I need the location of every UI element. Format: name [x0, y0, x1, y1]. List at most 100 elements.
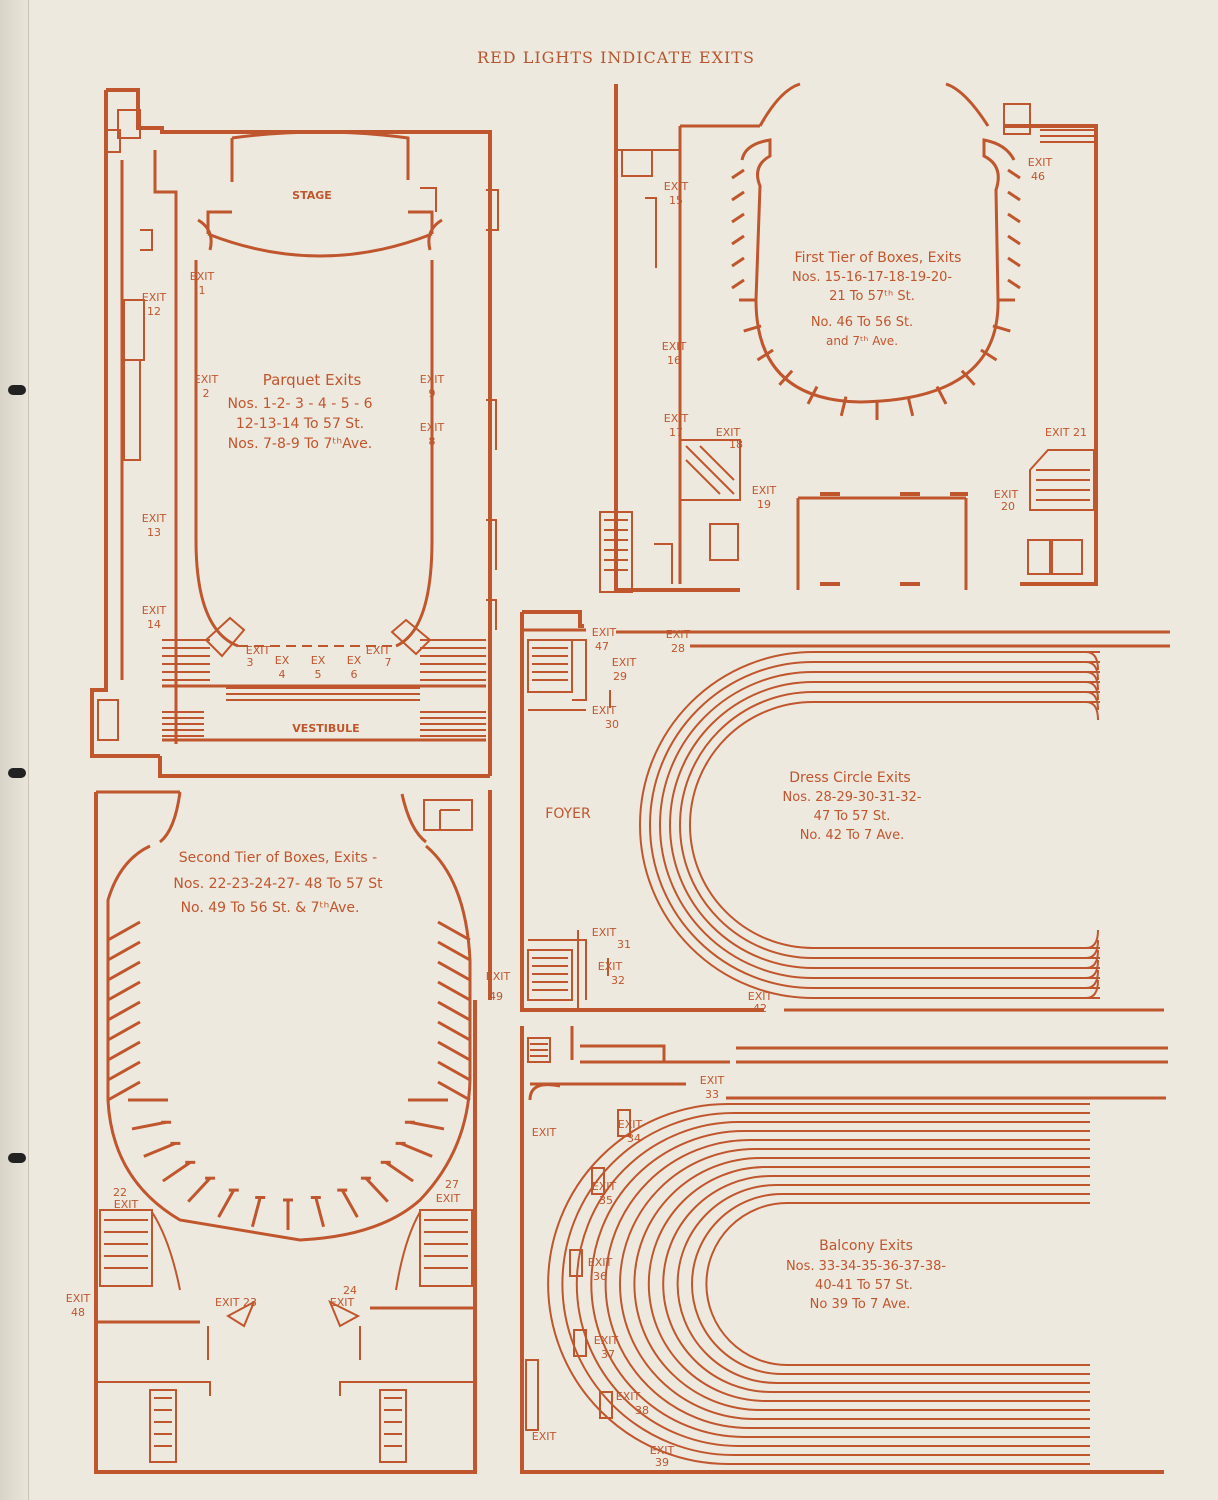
plan-stroke: [1085, 671, 1099, 979]
plan-stroke: [437, 960, 471, 982]
plan-stroke: [107, 1080, 141, 1102]
plan-stroke: [604, 1139, 1090, 1429]
exit-6-label: EX: [347, 654, 362, 667]
balcony-caption-line: Nos. 33-34-35-36-37-38-: [786, 1259, 946, 1274]
exit-19-number: 19: [757, 498, 771, 511]
exit-37-label: EXIT: [594, 1334, 619, 1347]
plan-stroke: [1085, 701, 1099, 949]
plan-stroke: [806, 385, 819, 405]
parquet-labels: STAGE VESTIBULE Parquet Exits Nos. 1-2- …: [142, 189, 445, 735]
parquet-plan: [90, 88, 499, 778]
plan-stroke: [437, 1080, 471, 1102]
exit-22-number: 22: [113, 1186, 127, 1199]
exit-20-label: EXIT: [994, 488, 1019, 501]
second-tier-labels: Second Tier of Boxes, Exits - Nos. 22-23…: [66, 850, 511, 1319]
exit-30-label: EXIT: [592, 704, 617, 717]
plan-stroke: [437, 920, 471, 942]
plan-stroke: [107, 1020, 141, 1042]
plan-stroke: [1007, 234, 1021, 246]
second-tier-plan: [94, 790, 492, 1474]
plan-stroke: [364, 1177, 389, 1203]
plan-stroke: [649, 661, 1100, 989]
plan-stroke: [400, 1142, 433, 1158]
exit-42-label: EXIT: [748, 990, 773, 1003]
plan-stroke: [437, 1060, 471, 1082]
exit-38-label: EXIT: [616, 1390, 641, 1403]
plan-stroke: [1085, 691, 1099, 959]
balcony-box: [617, 1109, 631, 1137]
balcony-box: [573, 1329, 587, 1357]
exit-9-label: EXIT: [420, 373, 445, 386]
binding-hole: [8, 1153, 26, 1163]
plan-stroke: [960, 369, 976, 386]
exit-1-label: EXIT: [190, 270, 215, 283]
plan-stroke: [107, 1060, 141, 1082]
plan-stroke: [340, 1189, 359, 1218]
exit-39-label: EXIT: [650, 1444, 675, 1457]
exit-35-label: EXIT: [592, 1180, 617, 1193]
plan-stroke: [1007, 168, 1021, 180]
balcony-caption-title: Balcony Exits: [819, 1238, 913, 1254]
plan-stroke: [1085, 661, 1099, 989]
balcony-left-exit-lower: EXIT: [532, 1430, 557, 1443]
exit-7-number: 7: [385, 656, 392, 669]
plan-stroke: [731, 234, 745, 246]
exit-31-number: 31: [617, 938, 631, 951]
exit-32-label: EXIT: [598, 960, 623, 973]
plan-stroke: [689, 701, 1100, 949]
exit-24-label: EXIT: [330, 1296, 355, 1309]
plan-stroke: [669, 681, 1100, 969]
plan-stroke: [731, 190, 745, 202]
exit-48-label: EXIT: [66, 1292, 91, 1305]
exit-15-label: EXIT: [664, 180, 689, 193]
exit-6-number: 6: [351, 668, 358, 681]
plan-stroke: [676, 1184, 1090, 1384]
first-tier-caption-line: 21 To 57ᵗʰ St.: [829, 289, 915, 304]
exit-39-number: 39: [655, 1456, 669, 1469]
exit-23-label: EXIT 23: [215, 1296, 257, 1309]
plan-stroke: [1007, 190, 1021, 202]
plan-stroke: [935, 385, 948, 405]
dress-circle-labels: FOYER Dress Circle Exits Nos. 28-29-30-3…: [545, 626, 921, 1015]
foyer-label: FOYER: [545, 806, 591, 822]
plan-stroke: [437, 1020, 471, 1042]
exit-27-label: EXIT: [436, 1192, 461, 1205]
plan-stroke: [143, 1142, 176, 1158]
exit-3-number: 3: [247, 656, 254, 669]
exit-14-number: 14: [147, 618, 161, 631]
exit-16-label: EXIT: [662, 340, 687, 353]
exit-32-number: 32: [611, 974, 625, 987]
first-tier-caption-line: Nos. 15-16-17-18-19-20-: [792, 270, 952, 285]
dress-circle-caption-line: Nos. 28-29-30-31-32-: [783, 790, 922, 805]
plan-stroke: [107, 1000, 141, 1022]
plan-stroke: [731, 168, 745, 180]
plan-stroke: [107, 940, 141, 962]
exit-18-label: EXIT: [716, 426, 741, 439]
exit-29-number: 29: [613, 670, 627, 683]
plan-stroke: [659, 671, 1100, 979]
balcony-box: [569, 1249, 583, 1277]
first-tier-labels: First Tier of Boxes, Exits Nos. 15-16-17…: [662, 156, 1087, 513]
exit-35-number: 35: [599, 1194, 613, 1207]
exit-1-number: 1: [199, 284, 206, 297]
plan-stroke: [437, 980, 471, 1002]
plan-stroke: [547, 1103, 1090, 1465]
parquet-caption-line: Nos. 1-2- 3 - 4 - 5 - 6: [227, 396, 372, 412]
exit-20-number: 20: [1001, 500, 1015, 513]
exit-17-number: 17: [669, 426, 683, 439]
exit-31-label: EXIT: [592, 926, 617, 939]
first-tier-plan: [599, 82, 1098, 593]
exit-28-label: EXIT: [666, 628, 691, 641]
plan-stroke: [619, 1148, 1090, 1420]
exit-2-label: EXIT: [194, 373, 219, 386]
exit-15-number: 15: [669, 194, 683, 207]
exit-5-number: 5: [315, 668, 322, 681]
vestibule-label: VESTIBULE: [292, 722, 359, 735]
exit-22-label: EXIT: [114, 1198, 139, 1211]
exit-33-number: 33: [705, 1088, 719, 1101]
plan-stroke: [217, 1189, 236, 1218]
balcony-labels: Balcony Exits Nos. 33-34-35-36-37-38- 40…: [532, 1074, 947, 1469]
dress-circle-caption-line: 47 To 57 St.: [814, 809, 891, 824]
plan-stroke: [162, 1161, 192, 1183]
plan-stroke: [743, 324, 762, 333]
